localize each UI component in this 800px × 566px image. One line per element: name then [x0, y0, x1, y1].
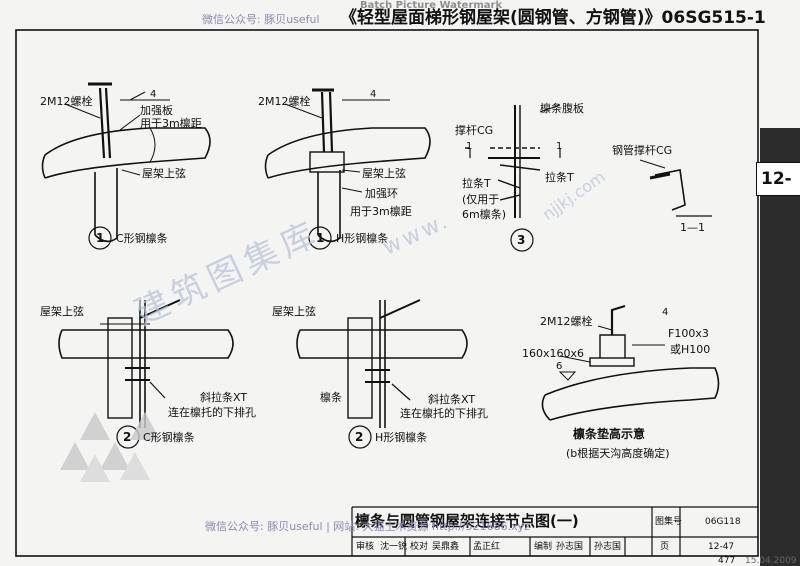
bolt-label: 2M12螺栓 [258, 95, 311, 108]
page-label: 页 [660, 542, 670, 552]
batch-watermark: Batch Picture Watermark [360, 0, 503, 11]
chord-label: 屋架上弦 [142, 167, 186, 180]
tie-label: 斜拉条XT [428, 393, 476, 406]
detail-caption: H形钢檩条 [336, 232, 389, 245]
tie-note-label: 连在檩托的下排孔 [400, 407, 488, 420]
section-mark-right: 1 [556, 141, 563, 152]
section-1-1-label: 1—1 [680, 221, 705, 234]
binding-strip [760, 128, 800, 566]
weld-size-label: 4 [370, 89, 377, 100]
tie-label: 拉条T [462, 177, 491, 190]
pad-caption-note: (b根据天沟高度确定) [566, 447, 670, 460]
section-mark-left: 1 [466, 141, 473, 152]
tie-note-2: 6m檩条) [462, 208, 507, 221]
top-channel-watermark: 微信公众号: 豚贝useful [202, 13, 320, 26]
detail-caption: H形钢檩条 [375, 431, 428, 444]
review-name: 沈一锐 [380, 542, 408, 552]
weld-size-label-2: 6 [556, 361, 563, 372]
tie-label: 斜拉条XT [200, 391, 248, 404]
atlas-number: 06G118 [705, 517, 741, 527]
scan-date: 15.04.2009 [745, 556, 797, 566]
detail-caption: C形钢檩条 [143, 431, 195, 444]
design-name: 孙志国 [556, 542, 584, 552]
page-no: 12-47 [708, 542, 735, 552]
weld-size-label: 4 [662, 307, 669, 318]
pad-caption: 檩条垫高示意 [573, 427, 646, 441]
detail-purlin-pad [541, 304, 720, 421]
ring-label: 加强环 [365, 187, 398, 200]
web-label: 檩条腹板 [540, 102, 584, 115]
ring-note-label: 用于3m檩距 [350, 205, 412, 218]
detail-number: 1 [316, 231, 325, 245]
detail-2-h-purlin [296, 299, 468, 449]
title-block-lines [351, 506, 758, 556]
plate-label: 加强板 [140, 104, 173, 117]
detail-1-c-purlin [41, 82, 211, 250]
check-name: 吴鼎鑫 [432, 542, 460, 552]
chord-label: 屋架上弦 [40, 305, 84, 318]
detail-3-brace [465, 104, 712, 252]
page-title: 《轻型屋面梯形钢屋架(圆钢管、方钢管)》06SG515-1 [340, 8, 766, 28]
bottom-channel-watermark: 微信公众号: 豚贝useful | 网站: 大猫土木资源 http://5216… [205, 520, 530, 533]
chord-label: 屋架上弦 [362, 167, 406, 180]
pipe-brace-label: 钢管撑杆CG [612, 144, 673, 157]
tie-label-right: 拉条T [545, 171, 574, 184]
bolt-label: 2M12螺栓 [540, 315, 593, 328]
weld-size-label: 4 [150, 89, 157, 100]
angle-label: F100x3 [668, 327, 709, 340]
tie-note-label: 连在檩托的下排孔 [168, 406, 256, 419]
detail-number: 2 [355, 430, 364, 444]
atlas-label: 图集号 [655, 517, 683, 527]
chord-label: 屋架上弦 [272, 305, 316, 318]
plate-size-label: 160x160x6 [522, 347, 585, 360]
detail-number: 3 [517, 233, 526, 247]
brace-label: 撑杆CG [455, 124, 494, 137]
drawing-title: 檩条与圆管钢屋架连接节点图(一) [355, 512, 579, 530]
design-label: 编制 [534, 542, 553, 552]
detail-number: 1 [96, 231, 105, 245]
detail-1-h-purlin [264, 88, 431, 250]
watermark-logo [60, 412, 160, 482]
plate-note-label: 用于3m檩距 [140, 117, 202, 130]
design-signature: 孙志国 [594, 542, 622, 552]
purlin-label: 檩条 [320, 391, 342, 404]
section-tab: 12- [756, 162, 800, 196]
tie-note-1: (仅用于 [462, 193, 500, 206]
detail-number: 2 [123, 430, 132, 444]
check-signature: 孟正红 [473, 542, 501, 552]
bolt-label: 2M12螺栓 [40, 95, 93, 108]
or-h-label: 或H100 [670, 343, 711, 356]
check-label: 校对 [410, 542, 429, 552]
drawing-frame [15, 29, 759, 557]
detail-2-c-purlin [58, 299, 234, 449]
sheet-page-number: 477 [718, 556, 736, 566]
detail-caption: C形钢檩条 [116, 232, 168, 245]
review-label: 审核 [356, 542, 375, 552]
